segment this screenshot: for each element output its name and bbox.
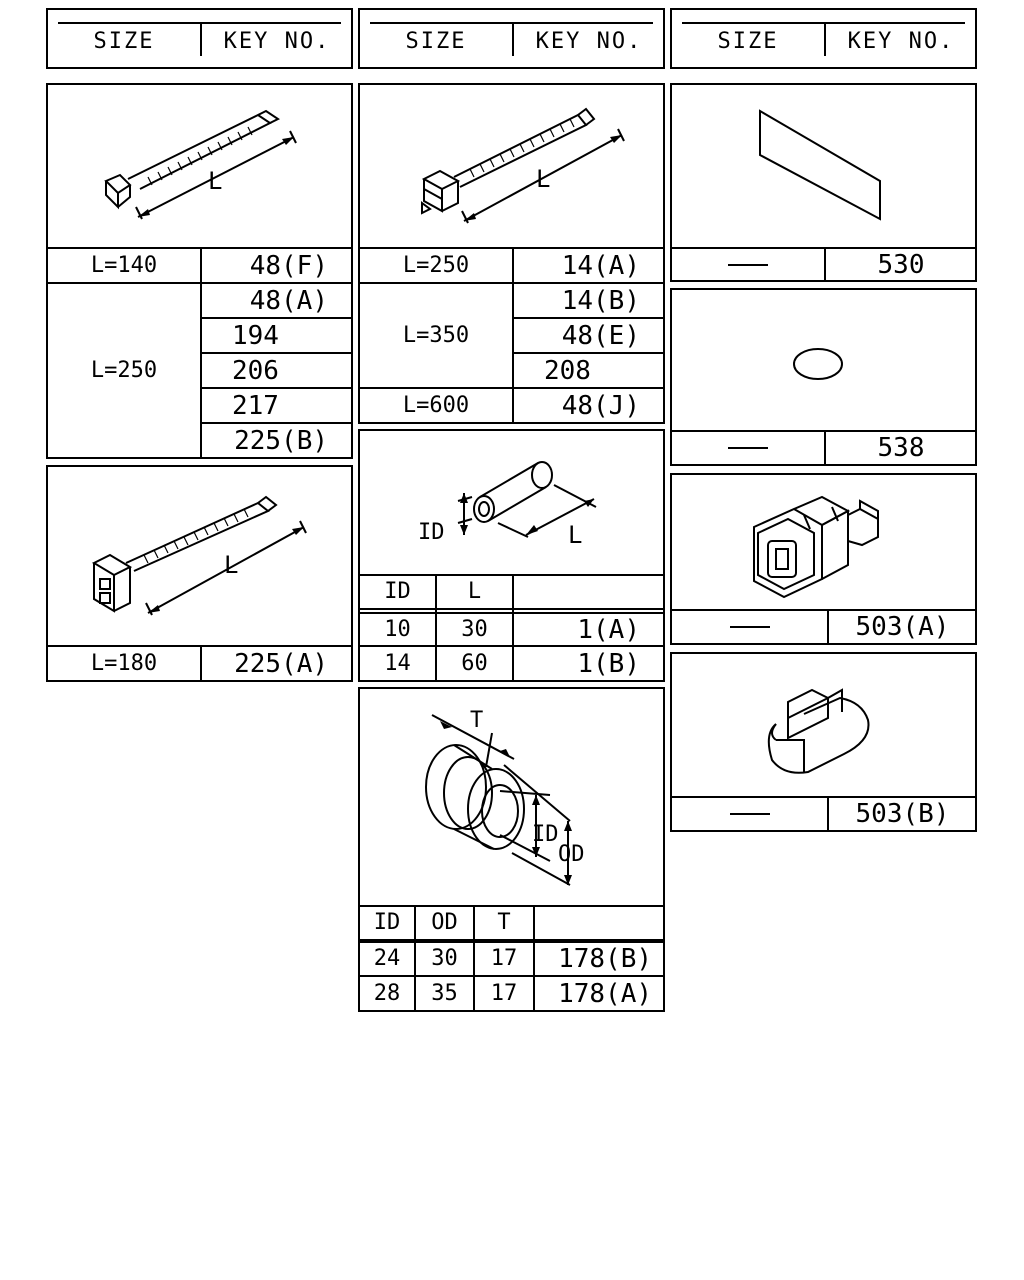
header-key-label: KEY NO.	[223, 29, 331, 54]
key-cell: 1(B)	[577, 648, 640, 679]
tube-l-cell: 30	[461, 616, 488, 642]
tube-l-cell: 60	[461, 650, 488, 676]
cable-tie-panel-2: L L=180 225(A)	[46, 465, 353, 682]
key-cell: 206	[232, 355, 279, 386]
tape-sheet-shape	[759, 109, 881, 221]
tube-panel: ID L ID L 10 30 1(A) 14 60 1(B)	[358, 429, 665, 682]
header-size-label: SIZE	[405, 29, 467, 54]
connector-a-panel: 503(A)	[670, 473, 977, 645]
oval-ring-shape	[793, 348, 843, 380]
connector-b-drawing	[767, 688, 870, 774]
dimension-l-label: L	[568, 521, 582, 549]
size-cell: L=250	[402, 252, 470, 278]
size-cell: L=350	[402, 322, 470, 348]
key-cell: 48(J)	[561, 390, 640, 421]
dimension-od-label: OD	[558, 842, 585, 867]
dimension-t-label: T	[470, 708, 483, 733]
cable-tie-drawing: L	[104, 109, 297, 220]
grommet-t-cell: 17	[490, 980, 518, 1006]
tape-panel: 530	[670, 83, 977, 282]
grommet-od-cell: 35	[431, 980, 458, 1006]
header-col-3: SIZE KEY NO.	[670, 8, 977, 69]
tube-drawing: ID L	[418, 461, 597, 549]
key-cell: 178(B)	[558, 944, 652, 974]
oval-panel: 538	[670, 288, 977, 466]
header-col-1: SIZE KEY NO.	[46, 8, 353, 69]
grommet-t-cell: 17	[490, 946, 518, 971]
key-cell: 217	[232, 390, 279, 421]
cable-tie-panel-3: L L=250 14(A) L=350 14(B) 48(E) 208 L=60…	[358, 83, 665, 424]
key-cell: 538	[877, 433, 925, 463]
column-header-l: L	[467, 579, 482, 604]
dimension-l-label: L	[208, 167, 222, 195]
key-cell: 178(A)	[558, 978, 652, 1009]
key-cell: 503(B)	[855, 799, 950, 829]
cable-tie-mount-drawing: L	[91, 495, 307, 616]
dimension-l-label: L	[224, 551, 238, 579]
key-cell: 48(F)	[249, 250, 328, 281]
connector-b-panel: 503(B)	[670, 652, 977, 832]
oval-drawing	[793, 348, 843, 380]
grommet-drawing: T ID OD	[425, 708, 585, 886]
key-cell: 208	[544, 355, 591, 386]
size-cell: L=180	[90, 650, 158, 676]
key-cell: 14(B)	[561, 285, 640, 316]
header-size-label: SIZE	[717, 29, 779, 54]
size-cell-dash	[672, 611, 827, 643]
column-header-t: T	[497, 910, 511, 935]
column-header-od: OD	[431, 910, 458, 935]
tube-id-cell: 10	[384, 616, 411, 642]
header-size-label: SIZE	[93, 29, 155, 54]
key-cell: 48(E)	[561, 320, 640, 351]
header-col-2: SIZE KEY NO.	[358, 8, 665, 69]
dimension-id-label: ID	[532, 822, 559, 847]
cable-tie-panel-1: L L=140 48(F) L=250 48(A) 194 206 217 22…	[46, 83, 353, 459]
key-cell: 48(A)	[249, 285, 328, 316]
tube-id-cell: 14	[384, 650, 411, 676]
key-cell: 530	[877, 249, 925, 280]
cable-tie-wide-drawing: L	[421, 107, 625, 224]
connector-a-drawing	[753, 495, 879, 599]
size-cell: L=600	[402, 392, 470, 418]
key-cell: 225(A)	[234, 648, 328, 679]
size-cell-dash	[672, 798, 827, 830]
tape-drawing	[759, 109, 881, 221]
size-cell: L=250	[90, 357, 158, 383]
grommet-od-cell: 30	[431, 946, 458, 971]
key-cell: 14(A)	[561, 250, 640, 281]
grommet-id-cell: 28	[373, 980, 401, 1006]
size-cell-dash	[672, 432, 824, 464]
key-cell: 194	[232, 320, 279, 351]
dimension-l-label: L	[536, 165, 550, 193]
column-header-id: ID	[373, 910, 401, 935]
dimension-id-label: ID	[418, 520, 445, 545]
header-key-label: KEY NO.	[535, 29, 643, 54]
size-cell-dash	[672, 249, 824, 280]
key-cell: 503(A)	[855, 612, 950, 642]
key-cell: 225(B)	[234, 425, 328, 456]
grommet-id-cell: 24	[373, 946, 401, 971]
header-key-label: KEY NO.	[847, 29, 955, 54]
column-header-id: ID	[384, 579, 411, 604]
key-cell: 1(A)	[577, 614, 640, 645]
grommet-panel: T ID OD ID OD T 24 30 17 178(B) 28 35 17…	[358, 687, 665, 1012]
size-cell: L=140	[90, 252, 158, 278]
